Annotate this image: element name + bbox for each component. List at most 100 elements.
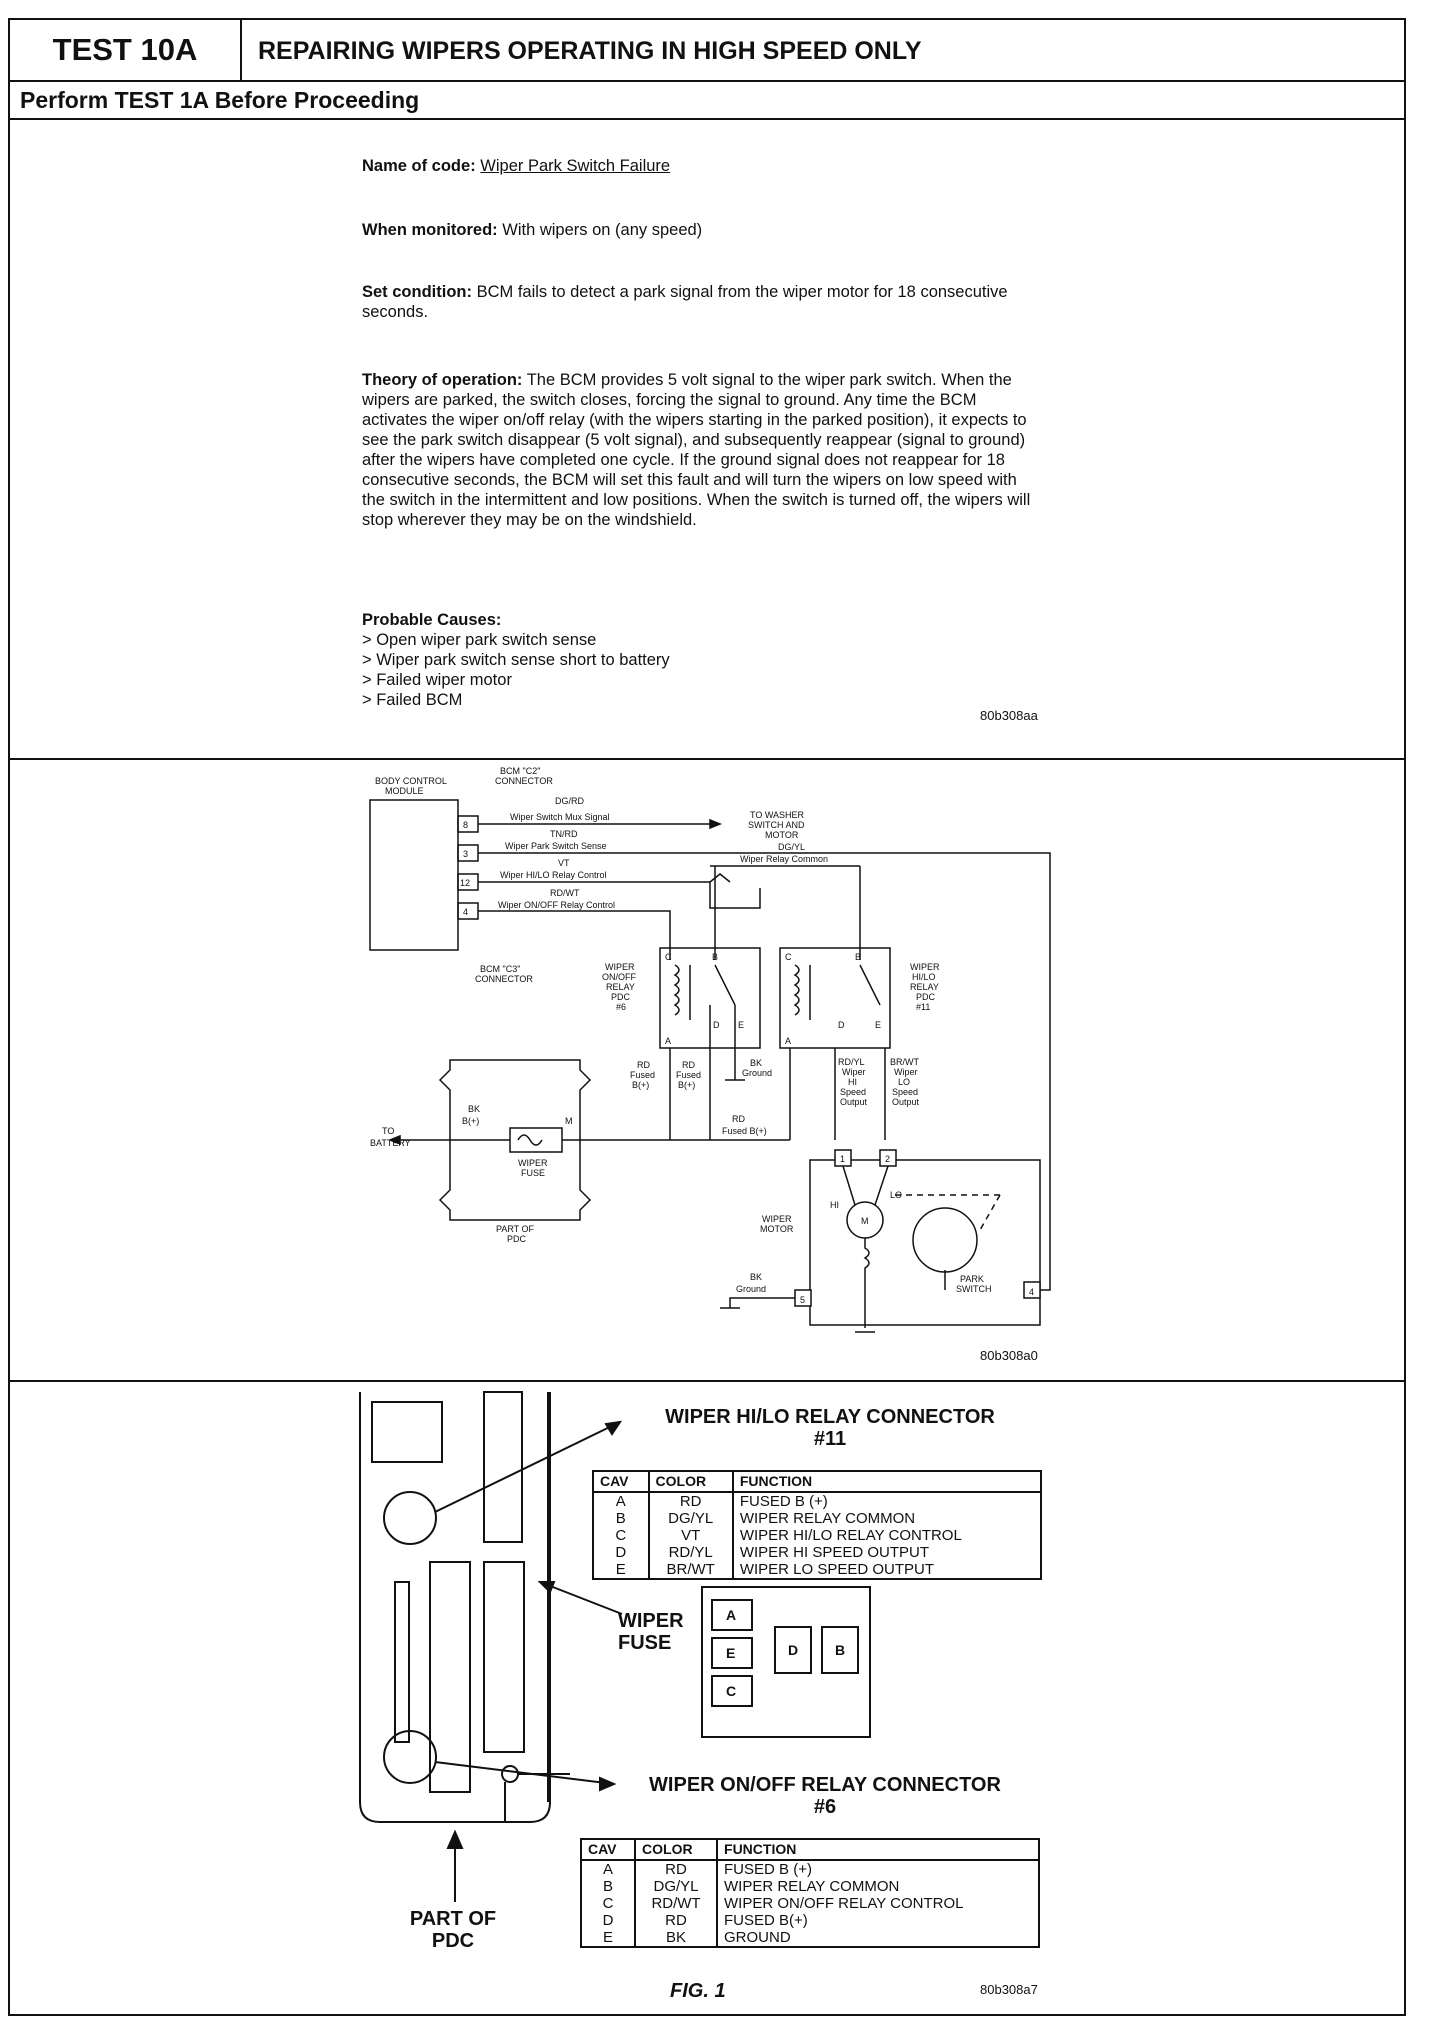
arrow-battery	[387, 1134, 401, 1146]
lbl-r2-c: C	[785, 952, 792, 962]
lbl-lo: LO	[898, 1077, 910, 1087]
test-title: REPAIRING WIPERS OPERATING IN HIGH SPEED…	[258, 37, 922, 65]
lbl-washer1: TO WASHER	[750, 810, 805, 820]
wire-lo-brush	[874, 1165, 889, 1206]
lbl-fuse-b: FUSE	[521, 1168, 545, 1178]
lbl-wiper-hi: Wiper	[842, 1067, 866, 1077]
lbl-bk1: BK	[750, 1058, 762, 1068]
cause-item: > Open wiper park switch sense	[362, 631, 597, 649]
cell-cav: E	[592, 1561, 650, 1580]
schematic-section: BODY CONTROL MODULE BCM "C2" CONNECTOR 8…	[10, 760, 1404, 1382]
lbl-r2b: HI/LO	[912, 972, 936, 982]
arrow-fuse	[539, 1581, 623, 1615]
lbl-onoff: Wiper ON/OFF Relay Control	[498, 900, 615, 910]
pdc-relay-top	[371, 1401, 443, 1463]
arrow-fuse-head	[537, 1581, 556, 1594]
pdc-block	[438, 1059, 592, 1221]
lbl-mux: Wiper Switch Mux Signal	[510, 812, 610, 822]
lbl-r2-d: D	[838, 1020, 845, 1030]
lbl-output-lo: Output	[892, 1097, 920, 1107]
pin-label-E: E	[726, 1645, 735, 1661]
theory-of-operation: Theory of operation: The BCM provides 5 …	[362, 370, 1032, 530]
arrow-hilo-head	[604, 1420, 623, 1436]
fuse-column-edge	[394, 1581, 410, 1743]
cell-function: FUSED B(+)	[716, 1912, 1040, 1929]
lbl-r2a: WIPER	[910, 962, 940, 972]
lbl-r1-d: D	[713, 1020, 720, 1030]
arrow-onoff-head	[599, 1776, 617, 1792]
cell-cav: C	[592, 1527, 650, 1544]
lbl-to: TO	[382, 1126, 394, 1136]
connector-section: A E C D B WIPER HI/LO RELAY CONNECTOR #1…	[10, 1382, 1404, 2016]
lbl-wiper-lo: Wiper	[894, 1067, 918, 1077]
wiper-motor-box	[809, 1159, 1041, 1326]
cavity-A	[711, 1599, 753, 1631]
lbl-r1d: PDC	[611, 992, 631, 1002]
lbl-park-b: SWITCH	[956, 1284, 992, 1294]
onoff-number: #6	[813, 1796, 837, 1818]
fuse-column-left	[429, 1561, 471, 1793]
hilo-col-color: COLOR	[647, 1470, 734, 1493]
lbl-bk2: BK	[468, 1104, 480, 1114]
cell-color: BK	[634, 1929, 719, 1948]
lbl-motor-a: WIPER	[762, 1214, 792, 1224]
cell-function: FUSED B (+)	[716, 1860, 1040, 1878]
wire-park-sense	[478, 852, 1051, 1291]
lbl-r1b: ON/OFF	[602, 972, 636, 982]
lbl-r1e: #6	[616, 1002, 626, 1012]
causes-label: Probable Causes:	[362, 611, 502, 629]
cavity-C	[711, 1675, 753, 1707]
lbl-r2e: #11	[916, 1002, 930, 1012]
lbl-r2c: RELAY	[910, 982, 939, 992]
lbl-r2-e: E	[875, 1020, 881, 1030]
lbl-rdwt: RD/WT	[550, 888, 580, 898]
relay-hilo	[779, 947, 891, 1049]
cell-cav: B	[579, 1878, 637, 1895]
park-link2	[979, 1194, 1001, 1231]
theory-label: Theory of operation:	[362, 371, 523, 389]
set-condition-value: BCM fails to detect a park signal from t…	[362, 283, 1008, 321]
set-condition-label: Set condition:	[362, 283, 472, 301]
part-of-pdc-label: PART OF PDC	[398, 1908, 508, 1952]
name-of-code-label: Name of code:	[362, 157, 476, 175]
lbl-pin4: 4	[463, 907, 468, 917]
lbl-r1c: RELAY	[606, 982, 635, 992]
onoff-connector-title: WIPER ON/OFF RELAY CONNECTOR #6	[620, 1774, 1030, 1818]
probable-causes: Probable Causes: > Open wiper park switc…	[362, 610, 1042, 710]
cell-function: WIPER RELAY COMMON	[716, 1878, 1040, 1895]
park-switch-cam	[912, 1207, 978, 1273]
lbl-bplus3: B(+)	[462, 1116, 479, 1126]
cavity-B	[821, 1626, 859, 1674]
lbl-r2d: PDC	[916, 992, 936, 1002]
lbl-speed-lo: Speed	[892, 1087, 918, 1097]
lbl-c3a: BCM "C3"	[480, 964, 520, 974]
fuse-column-right	[483, 1561, 525, 1753]
lbl-bplus1: B(+)	[632, 1080, 649, 1090]
part-of-label-1: PART OF	[409, 1908, 497, 1930]
lbl-battery: BATTERY	[370, 1138, 411, 1148]
relay1-contact	[714, 964, 736, 1006]
lbl-common: Wiper Relay Common	[740, 854, 828, 864]
wiring-schematic: BODY CONTROL MODULE BCM "C2" CONNECTOR 8…	[369, 766, 1051, 1333]
header-row: TEST 10A REPAIRING WIPERS OPERATING IN H…	[10, 20, 1404, 82]
pdc-housing	[359, 1392, 551, 1823]
lbl-tnrd: TN/RD	[550, 829, 578, 839]
theory-value: The BCM provides 5 volt signal to the wi…	[362, 371, 1031, 529]
cause-item: > Wiper park switch sense short to batte…	[362, 651, 670, 669]
connector-code: 80b308a7	[980, 1982, 1038, 1997]
wire-crossover	[709, 873, 731, 883]
lbl-c3b: CONNECTOR	[475, 974, 533, 984]
wiper-fuse-label-2: FUSE	[618, 1632, 672, 1654]
part-of-label-2: PDC	[431, 1930, 475, 1952]
lbl-r1-e: E	[738, 1020, 744, 1030]
hilo-relay-socket	[383, 1491, 437, 1545]
wire-hilo-control	[478, 881, 761, 909]
